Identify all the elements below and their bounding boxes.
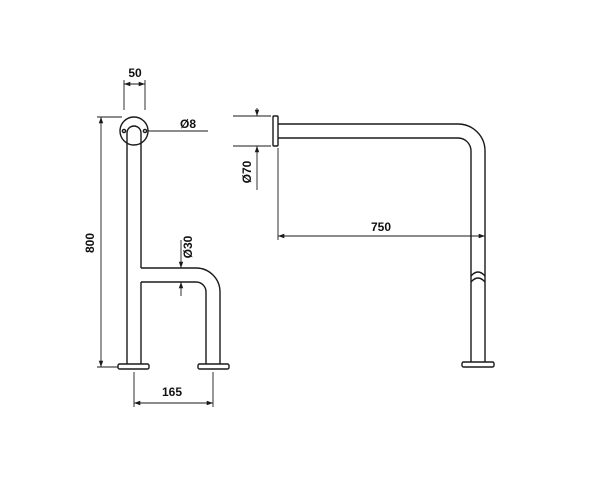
screw-hole-left [121,128,127,134]
support-arm-inner [141,281,207,364]
dimension-label-base-span: 165 [162,385,182,399]
leg-joint-upper [470,271,486,277]
dimension-label-height: 800 [83,233,97,253]
dimension-label-flange: Ø70 [240,160,254,183]
dimension-label-hole: Ø8 [180,117,196,131]
dimension-label-tube: Ø30 [181,235,195,258]
floor-plate-side [461,361,495,368]
dimension-hole: Ø8 [148,117,208,132]
dimension-base-span: 165 [133,372,214,407]
arm-inner [278,137,472,362]
support-arm-outer [141,267,221,364]
dimension-top-width: 50 [123,66,146,110]
dimension-label-top-width: 50 [128,66,142,80]
dimension-flange: Ø70 [233,108,271,190]
wall-flange-side [272,115,279,147]
dimension-label-length: 750 [371,220,391,234]
dimension-tube: Ø30 [178,235,195,296]
screw-hole-right [142,128,148,134]
front-view [117,116,230,370]
dimension-length: 750 [277,148,485,240]
vertical-tube [126,125,142,364]
side-view [272,115,495,368]
floor-plate-right [197,363,230,370]
floor-plate-left [117,363,150,370]
leg-joint-lower [470,277,486,283]
arm-outer [278,123,486,362]
dimension-height: 800 [83,116,122,368]
